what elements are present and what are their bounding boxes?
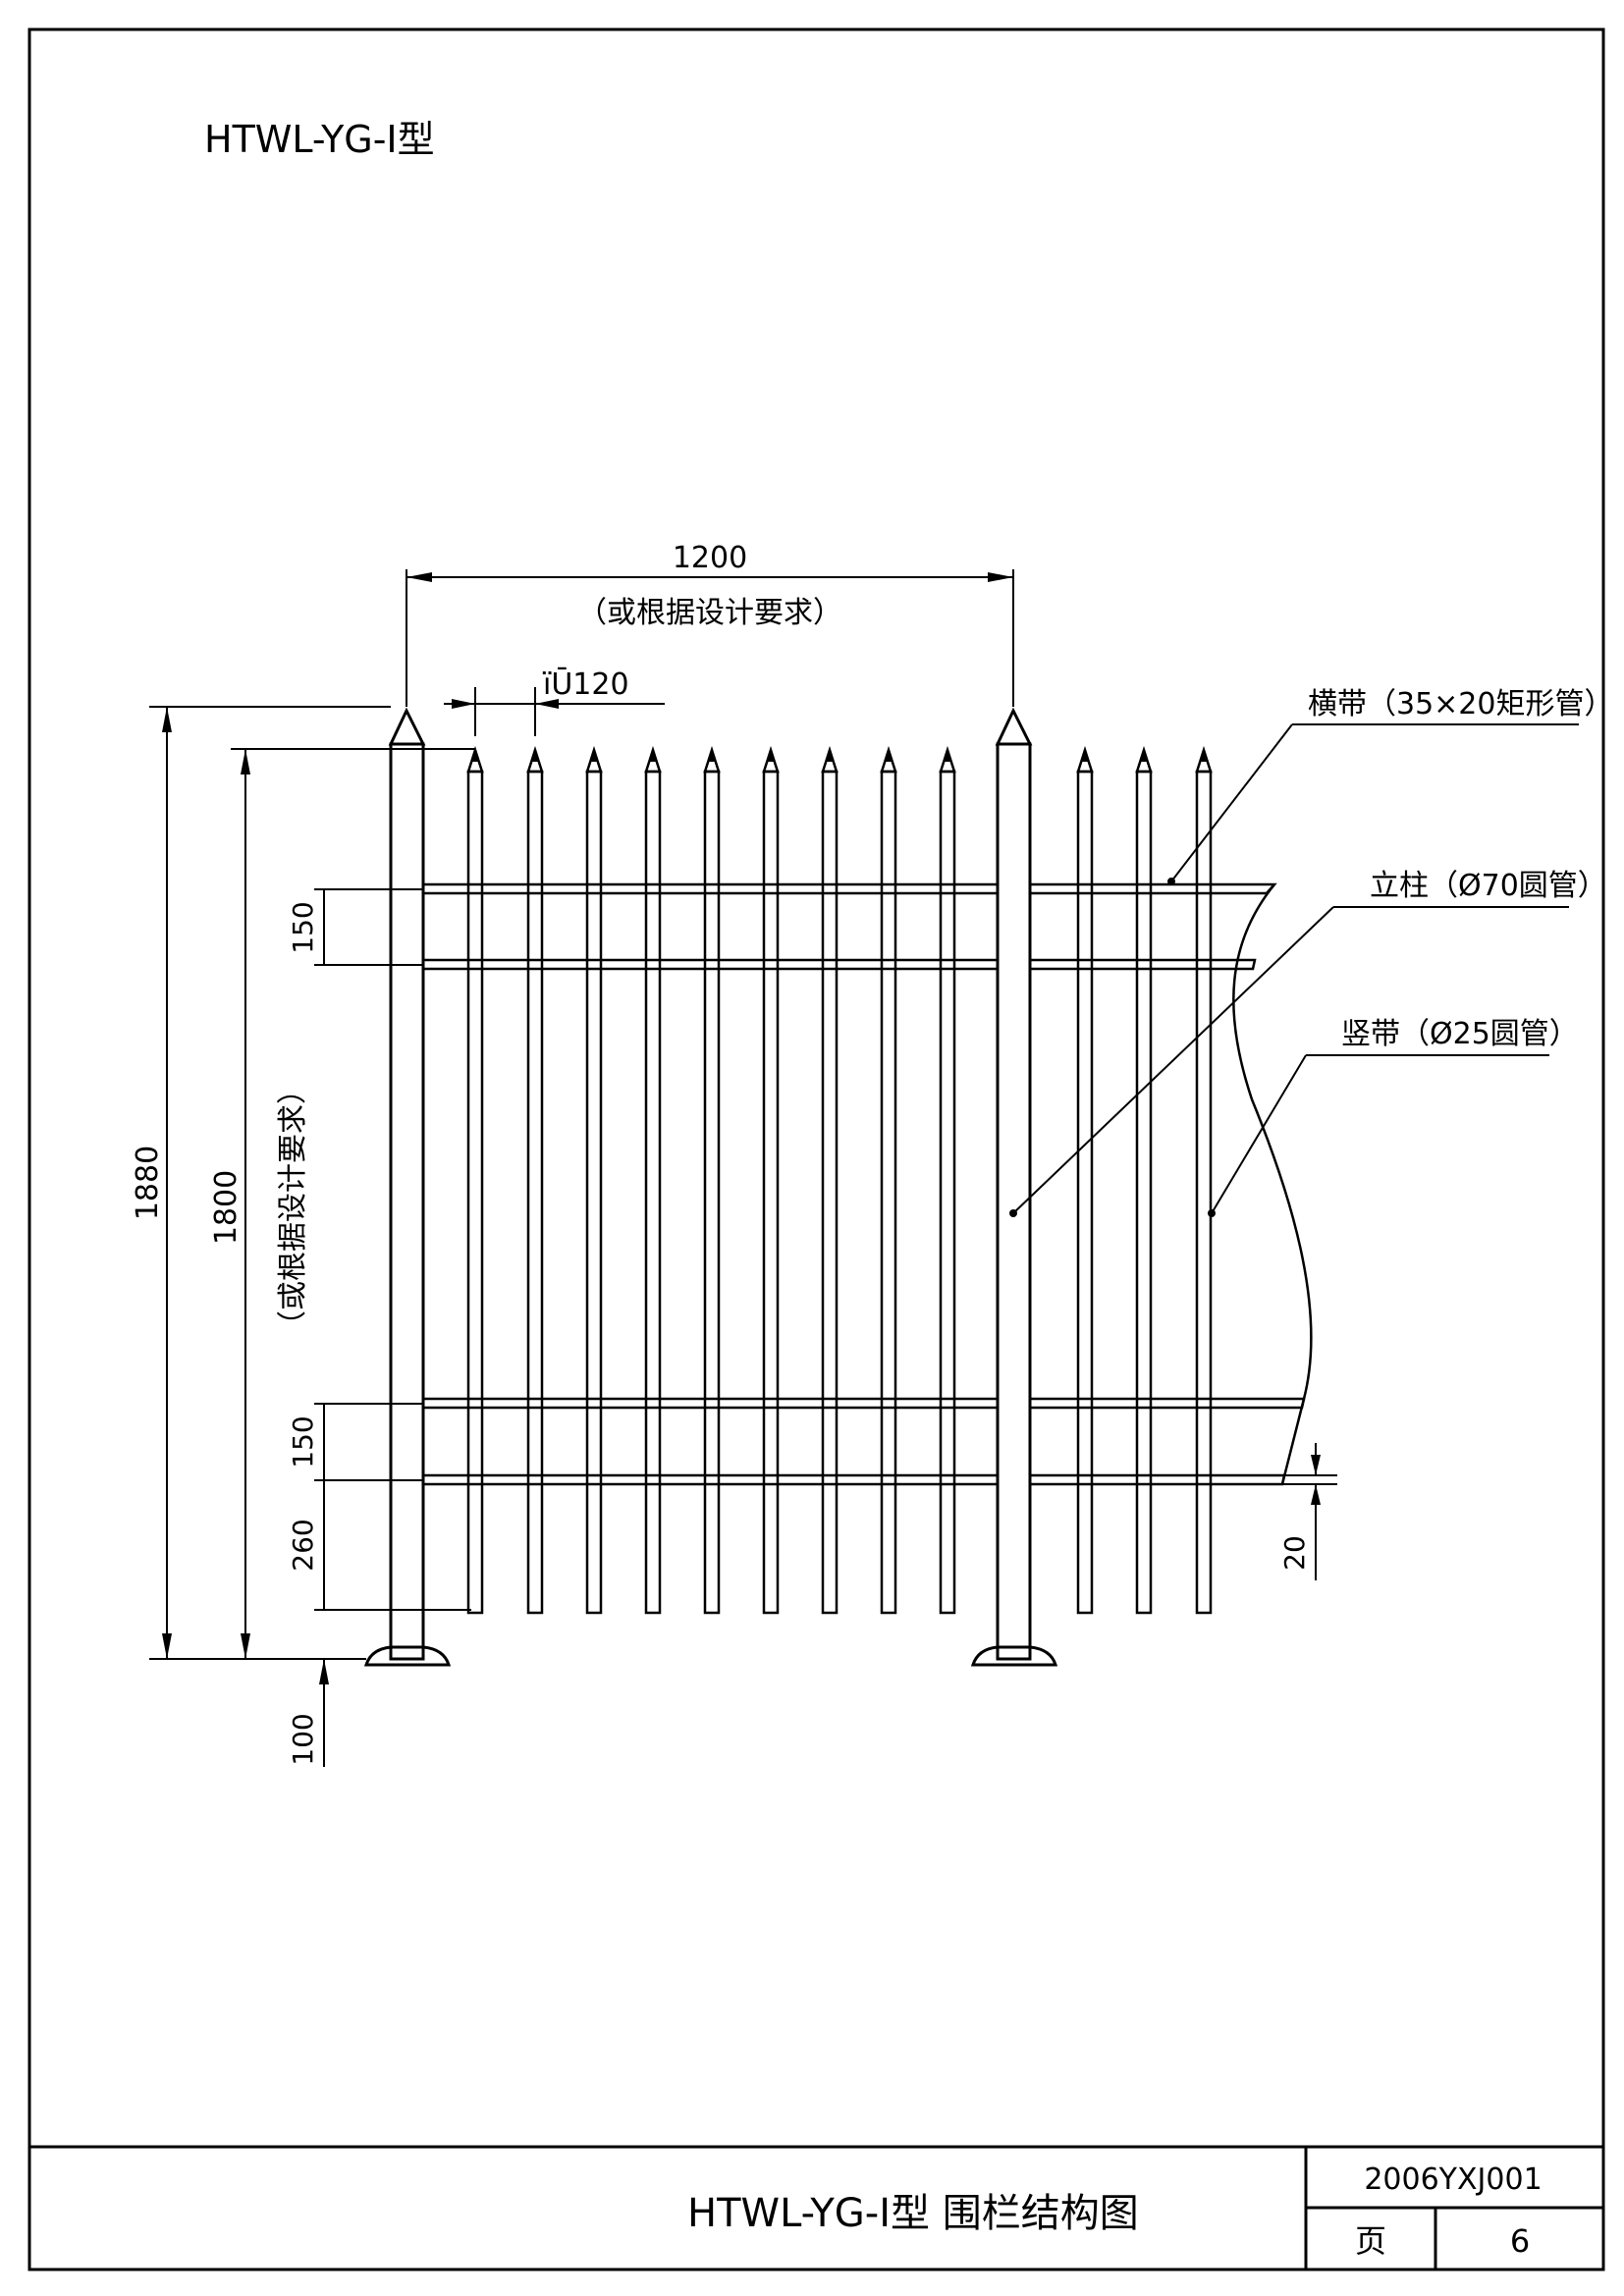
picket <box>585 745 603 1615</box>
dim-bottom-clearance: 260 <box>287 1519 319 1571</box>
picket <box>466 745 484 1615</box>
dim-overall-height <box>149 706 391 1660</box>
dim-rail-thickness <box>1282 1443 1337 1580</box>
dim-fence-height-note: （或根据设计要求） <box>276 1075 310 1340</box>
dim-base-height: 100 <box>287 1713 319 1765</box>
fence-post-left <box>363 707 452 1667</box>
dim-fence-height-value: 1800 <box>209 1170 244 1245</box>
dim-bottom-rail-gap: 150 <box>287 1415 319 1468</box>
picket <box>1135 745 1153 1615</box>
picket <box>1076 745 1094 1615</box>
picket <box>703 745 721 1615</box>
dim-top-rail-gap: 150 <box>287 901 319 953</box>
callout-post: 立柱（Ø70圆管） <box>1370 869 1607 903</box>
picket <box>762 745 780 1615</box>
rail-top-lower-right <box>1030 958 1257 971</box>
callout-rail: 横带（35×20矩形管） <box>1308 687 1613 721</box>
dim-rail-gaps <box>314 888 471 1767</box>
page-label: 页 <box>1355 2222 1386 2260</box>
dim-fence-height <box>231 748 475 1659</box>
dim-picket-spacing-value: ïŪ120 <box>542 667 629 702</box>
callout-leaders <box>1009 723 1579 1217</box>
rail-bottom-lower-left <box>421 1473 1000 1486</box>
picket <box>1195 745 1213 1615</box>
picket <box>821 745 839 1615</box>
dim-overall-height-value: 1880 <box>131 1146 165 1220</box>
picket <box>526 745 544 1615</box>
dim-picket-spacing <box>444 687 665 736</box>
rail-bottom-upper-left <box>421 1397 1000 1410</box>
picket <box>644 745 662 1615</box>
rail-top-upper-left <box>421 882 1000 895</box>
rail-bottom-lower-right <box>1030 1473 1286 1486</box>
rail-bottom-upper-right <box>1030 1397 1306 1410</box>
callout-picket: 竖带（Ø25圆管） <box>1341 1017 1579 1051</box>
picket <box>939 745 956 1615</box>
picket <box>880 745 897 1615</box>
drawing-frame <box>27 27 1605 2271</box>
dim-post-spacing-note: （或根据设计要求） <box>577 596 842 630</box>
rail-top-lower-left <box>421 958 1000 971</box>
break-line <box>1232 883 1313 1485</box>
dim-post-spacing <box>406 569 1014 707</box>
type-label: HTWL-YG-Ⅰ型 <box>204 118 435 161</box>
drawing-title: HTWL-YG-Ⅰ型 围栏结构图 <box>687 2191 1139 2236</box>
dim-post-spacing-value: 1200 <box>673 541 747 575</box>
pickets-group <box>466 745 1213 1615</box>
dim-rail-thickness-value: 20 <box>1278 1535 1311 1571</box>
page-number: 6 <box>1510 2222 1530 2260</box>
fence-post-right <box>970 707 1058 1667</box>
drawing-code: 2006YXJ001 <box>1364 2163 1542 2197</box>
rail-top-upper-right <box>1030 882 1277 895</box>
rails-group <box>421 882 1306 1486</box>
